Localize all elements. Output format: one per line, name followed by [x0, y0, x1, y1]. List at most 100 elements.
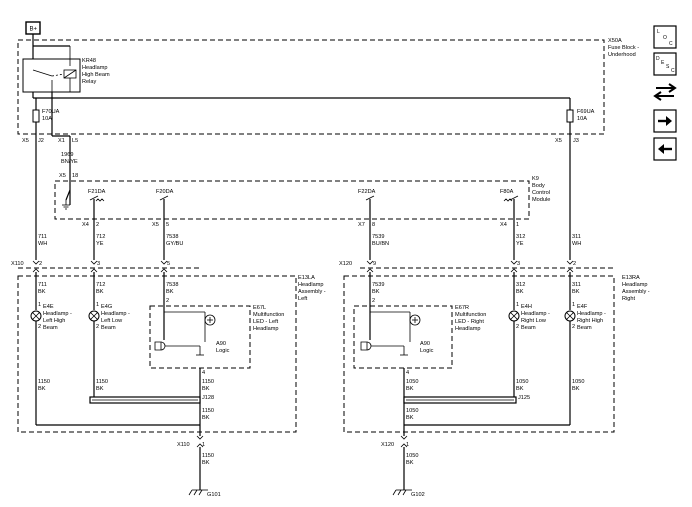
lamp-desc-1: Headlamp - — [577, 311, 606, 317]
led-driver-icon — [360, 341, 368, 351]
right-led-desc-3: Headlamp — [455, 326, 481, 332]
arrow-right-icon[interactable] — [653, 109, 677, 133]
lamp-desc-3: Beam — [43, 325, 58, 331]
right-inner-c-color: BK — [572, 289, 580, 295]
lamp-pin-bot: 2 — [96, 324, 99, 330]
right-assembly-desc-2: Assembly - — [622, 289, 650, 295]
left-led-module — [149, 305, 251, 369]
left-splice-out-num: 1150 — [202, 408, 214, 414]
right-led-pin-out: 4 — [406, 370, 409, 376]
lamp-pin-top: 1 — [38, 302, 41, 308]
location-view-button[interactable]: L O C — [653, 25, 677, 49]
circuit-312-color: YE — [516, 241, 524, 247]
fuse-block-desc-2: Underhood — [608, 52, 636, 58]
bcm-driver-f22da: F22DA X7 8 — [358, 189, 376, 260]
lamp-desc-1: Headlamp - — [43, 311, 72, 317]
desc-letter-4: C — [671, 68, 675, 74]
description-view-button[interactable]: D E S C — [653, 52, 677, 76]
left-pin-a: 2 — [39, 261, 42, 267]
left-splice-id: J128 — [202, 395, 214, 401]
left-led-desc-2: LED - Left — [253, 319, 279, 325]
bcm-driver-conn: X4 — [82, 222, 89, 228]
right-ground-circuit-num: 1050 — [406, 453, 418, 459]
circuit-7538-color: GY/BU — [166, 241, 183, 247]
right-led-pin-in: 2 — [372, 298, 375, 304]
right-logic-desc: Logic — [420, 348, 434, 354]
lamp-pin-top: 1 — [572, 302, 575, 308]
right-ground-b-num: 1050 — [516, 379, 528, 385]
lamp-e4e: 1 2 E4E Headlamp - Left High Beam — [30, 302, 72, 331]
relay-out-color: BN/YE — [61, 159, 78, 165]
lamp-e4g: 1 2 E4G Headlamp - Left Low Beam — [88, 302, 130, 331]
right-pin-a: 9 — [373, 261, 376, 267]
battery-positive-label: B+ — [30, 27, 38, 33]
right-pin-c: 2 — [573, 261, 576, 267]
swap-arrows-icon[interactable] — [653, 82, 677, 102]
left-inner-a-color: BK — [38, 289, 46, 295]
lamp-id: E4G — [101, 304, 112, 310]
left-ground-c-color: BK — [202, 386, 210, 392]
left-inner-c-num: 7538 — [166, 282, 178, 288]
lamp-desc-2: Left Low — [101, 318, 123, 324]
left-inner-b-num: 712 — [96, 282, 105, 288]
left-pin-c: 5 — [167, 261, 170, 267]
bcm-driver-pin: 5 — [166, 222, 169, 228]
relay-switch-icon — [32, 69, 53, 77]
left-splice-out-color: BK — [202, 415, 210, 421]
left-assembly-outline — [17, 275, 297, 433]
right-ground-pin: 1 — [406, 442, 409, 448]
bcm-outline — [54, 180, 530, 220]
left-inner-b-color: BK — [96, 289, 104, 295]
fuse-right-id: F69UA — [577, 109, 595, 115]
right-led-desc-1: Multifunction — [455, 312, 486, 318]
lamp-desc-3: Beam — [577, 325, 592, 331]
lamp-id: E4F — [577, 304, 588, 310]
left-inner-a-num: 711 — [38, 282, 47, 288]
bcm-desc-3: Module — [532, 197, 550, 203]
fuse-right-pin: J3 — [573, 138, 579, 144]
circuit-7538-num: 7538 — [166, 234, 178, 240]
right-logic-id: A90 — [420, 341, 430, 347]
right-assembly-outline — [343, 275, 615, 433]
right-ground-conn: X120 — [381, 442, 394, 448]
right-splice-out-color: BK — [406, 415, 414, 421]
connector-terminal-icon — [196, 435, 204, 440]
bcm-driver-conn: X4 — [500, 222, 507, 228]
right-inner-b-color: BK — [516, 289, 524, 295]
connector-terminal-icon — [32, 260, 168, 273]
bcm-input-pin: 18 — [72, 173, 78, 179]
relay-out-pin: L5 — [72, 138, 78, 144]
lamp-desc-2: Right High — [577, 318, 603, 324]
right-connector-id: X120 — [339, 261, 352, 267]
left-ground-pin: 1 — [202, 442, 205, 448]
right-ground-c-num: 1050 — [572, 379, 584, 385]
left-led-desc-3: Headlamp — [253, 326, 279, 332]
relay-desc-3: Relay — [82, 79, 97, 85]
relay-desc-2: High Beam — [82, 72, 110, 78]
bcm-driver-pin: 1 — [516, 222, 519, 228]
right-assembly-desc-3: Right — [622, 296, 636, 302]
right-led-desc-2: LED - Right — [455, 319, 484, 325]
left-ground-circuit-num: 1150 — [202, 453, 214, 459]
connector-terminal-icon — [366, 260, 574, 273]
arrow-left-icon[interactable] — [653, 137, 677, 161]
circuit-7539-color: BU/BN — [372, 241, 389, 247]
right-ground-id: G102 — [411, 492, 425, 498]
right-splice-out-num: 1050 — [406, 408, 418, 414]
bcm-id: K9 — [532, 176, 539, 182]
bcm-desc-1: Body — [532, 183, 545, 189]
fuse-f69ua-icon — [566, 109, 574, 123]
right-led-module — [353, 305, 453, 369]
left-assembly-desc-3: Left — [298, 296, 308, 302]
lamp-pin-bot: 2 — [38, 324, 41, 330]
left-ground-conn: X110 — [177, 442, 190, 448]
bcm-driver-pin: 8 — [372, 222, 375, 228]
lamp-desc-1: Headlamp - — [101, 311, 130, 317]
relay-desc-1: Headlamp — [82, 65, 108, 71]
right-ground-a-num: 1050 — [406, 379, 418, 385]
left-ground-b-num: 1150 — [96, 379, 108, 385]
right-ground-b-color: BK — [516, 386, 524, 392]
lamp-desc-3: Beam — [101, 325, 116, 331]
right-inner-a-num: 7539 — [372, 282, 384, 288]
left-ground-circuit-color: BK — [202, 460, 210, 466]
